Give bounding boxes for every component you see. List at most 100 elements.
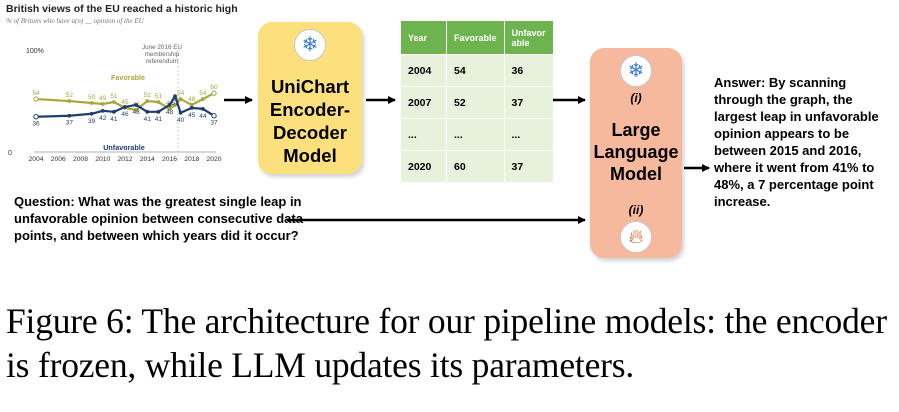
data-label: 42 (99, 115, 107, 122)
data-point (178, 110, 183, 115)
table-cell: 2020 (400, 150, 447, 183)
data-label: 51 (110, 93, 118, 100)
data-point (100, 108, 105, 113)
data-point (134, 103, 139, 107)
data-label: 54 (32, 90, 40, 97)
data-table: Year Favorable Unfavor able 2004 54 36 2… (400, 20, 554, 183)
x-tick-label: 2012 (117, 156, 132, 163)
data-point (167, 106, 172, 111)
fire-icon: 🔥︎ (620, 221, 652, 253)
table-cell: 60 (446, 150, 505, 183)
table-row: 2004 54 36 (400, 54, 554, 87)
series-label: Unfavorable (103, 143, 145, 152)
x-tick-label: 2020 (206, 156, 221, 163)
table-cell: ... (400, 118, 447, 151)
data-point (89, 111, 94, 116)
data-label: 36 (32, 121, 40, 128)
llm-box: ❄ (i) Large Language Model (ii) 🔥︎ (590, 48, 682, 258)
encoder-label-line: Decoder (272, 122, 348, 143)
table-row: ... ... ... (400, 118, 554, 151)
data-point (200, 97, 205, 101)
table-header-cell: Unfavor able (503, 20, 554, 55)
snowflake-icon: ❄ (294, 29, 326, 61)
line-chart: 2004 2006 2008 2010 2012 2014 2016 2018 2020 100… (8, 44, 222, 163)
data-point (33, 114, 39, 120)
data-label: 37 (210, 120, 218, 127)
table-cell: 54 (446, 54, 505, 87)
data-point (111, 109, 116, 114)
data-label: 41 (155, 116, 163, 123)
data-label: 54 (177, 90, 185, 97)
data-point (145, 109, 150, 114)
data-label: 44 (199, 113, 207, 120)
table-header-cell: Year (400, 20, 447, 55)
y-tick-label: 0 (8, 150, 12, 157)
data-label: 52 (66, 92, 74, 99)
data-label: 54 (199, 90, 207, 97)
data-point (211, 113, 217, 119)
table-row: 2020 60 37 (400, 150, 554, 183)
data-point (111, 100, 116, 104)
table-cell: ... (446, 118, 505, 151)
data-point (178, 97, 183, 101)
question-text: Question: What was the greatest single l… (14, 194, 303, 243)
data-label: 50 (88, 94, 96, 101)
table-cell: 36 (503, 54, 554, 87)
data-point (89, 101, 94, 105)
llm-label-line: Language (593, 142, 679, 162)
data-label: 45 (121, 99, 129, 106)
encoder-box: ❄ UniChart Encoder- Decoder Model (258, 22, 362, 174)
encoder-label: UniChart Encoder- Decoder Model (270, 75, 350, 167)
series-label: Favorable (111, 73, 145, 82)
data-label: 41 (110, 116, 118, 123)
llm-label: Large Language Model (593, 119, 678, 185)
y-tick-label: 100% (26, 48, 44, 55)
marker-i: (i) (630, 91, 642, 105)
x-tick-label: 2006 (51, 156, 66, 163)
table-cell: ... (503, 118, 554, 151)
x-tick-label: 2004 (28, 156, 43, 163)
chart-title: British views of the EU reached a histor… (6, 3, 238, 15)
data-point (211, 90, 217, 96)
x-tick-label: 2010 (95, 156, 110, 163)
data-label: 48 (133, 109, 141, 116)
data-label: 39 (88, 118, 96, 125)
answer-text: Answer: By scanning through the graph, t… (714, 75, 879, 209)
data-label: 60 (210, 84, 218, 91)
data-label: 57 (171, 100, 179, 107)
data-point (67, 113, 72, 118)
snowflake-icon: ❄ (620, 55, 652, 87)
data-label: 51 (155, 93, 163, 100)
table-header-row: Year Favorable Unfavor able (400, 20, 554, 55)
arrows-layer (224, 96, 710, 224)
encoder-label-line: UniChart (270, 76, 350, 97)
data-point (167, 103, 172, 107)
data-point (100, 102, 105, 106)
llm-label-line: Model (609, 164, 662, 184)
data-label: 46 (121, 111, 129, 118)
x-tick-label: 2016 (162, 156, 177, 163)
data-point (200, 106, 205, 111)
data-point (173, 94, 177, 99)
marker-ii: (ii) (628, 203, 644, 217)
data-label: 48 (188, 96, 196, 103)
data-point (67, 99, 72, 103)
llm-label-line: Large (611, 120, 661, 140)
encoder-label-line: Model (283, 145, 337, 166)
data-point (134, 107, 139, 112)
data-point (123, 105, 127, 109)
table-header-cell: Favorable (446, 20, 505, 55)
table-cell: 37 (503, 86, 554, 119)
data-point (156, 100, 161, 104)
x-tick-label: 2018 (184, 156, 199, 163)
data-label: 37 (66, 120, 74, 127)
encoder-label-line: Encoder- (269, 99, 351, 120)
chart-subtitle: % of Britons who have a(n) __ opinion of… (6, 17, 144, 25)
x-tick-label: 2008 (73, 156, 88, 163)
x-tick-label: 2014 (140, 156, 155, 163)
data-point (173, 103, 177, 107)
data-point (156, 109, 161, 114)
data-label: 52 (144, 92, 152, 99)
data-point (189, 106, 194, 110)
